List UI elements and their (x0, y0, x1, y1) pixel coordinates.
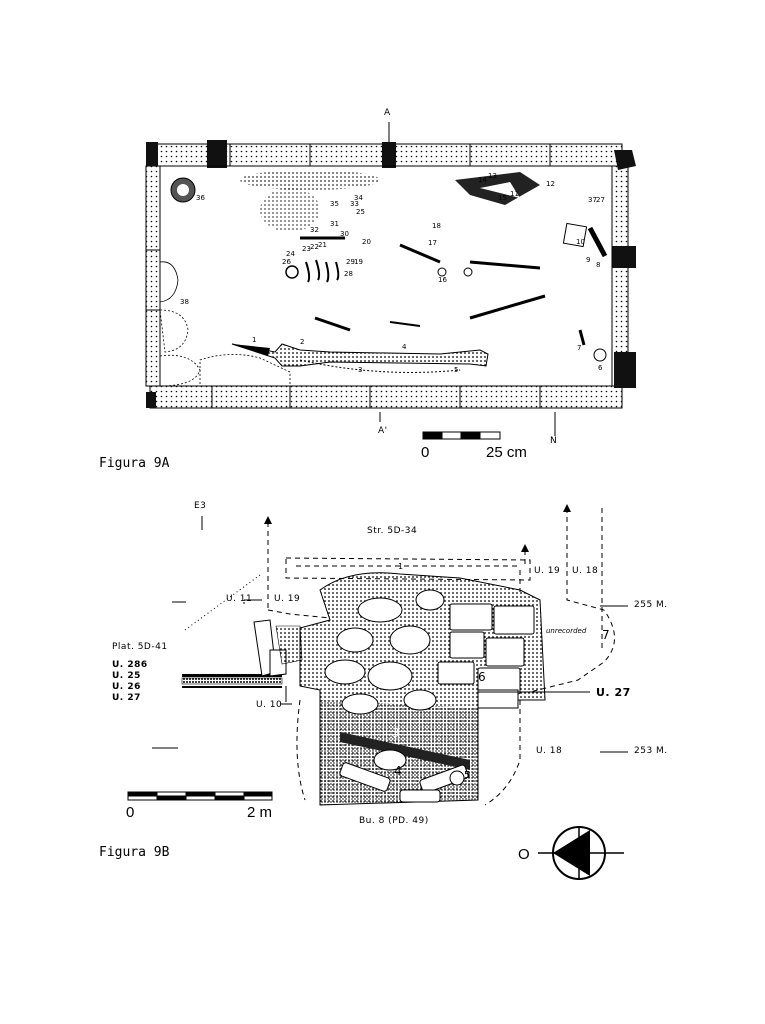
find-number: 26 (282, 258, 291, 266)
unit-label: U. 18 (536, 746, 563, 756)
layer-number: 4 (394, 764, 403, 778)
find-number: 15 (498, 194, 507, 202)
find-number: 18 (432, 222, 441, 230)
section-label-a: A (384, 108, 391, 118)
unit-label-bold: U. 27 (112, 693, 141, 703)
figure-9a-caption: Figura 9A (99, 456, 170, 471)
dashed-profiles (267, 508, 615, 806)
arrow-heads (264, 504, 571, 552)
find-number: 2 (300, 338, 305, 346)
find-number: 23 (302, 245, 311, 253)
platform-label: Plat. 5D-41 (112, 642, 168, 652)
find-number: 20 (362, 238, 371, 246)
find-number: 14 (478, 176, 487, 184)
find-number: 1 (252, 336, 257, 344)
layer-number: 6 (478, 670, 487, 684)
find-number: 29 (346, 258, 355, 266)
unit-label-bold: U. 27 (596, 686, 631, 699)
compass-icon (538, 826, 624, 880)
find-number: 10 (576, 238, 585, 246)
elevation-upper: 255 M. (634, 600, 668, 610)
find-number: 6 (598, 364, 603, 372)
find-number: 27 (596, 196, 605, 204)
unrecorded-label: unrecorded (546, 627, 587, 635)
find-number: 21 (318, 241, 327, 249)
find-number: 37 (588, 196, 597, 204)
tomb-wall-bottom (149, 385, 623, 409)
section-line (379, 122, 556, 436)
spear-artefact (231, 343, 489, 373)
find-number: 13 (488, 172, 497, 180)
scale-9b-end: 2 m (247, 804, 273, 821)
grid-label-e3: E3 (194, 501, 207, 511)
scale-9a-end: 25 cm (486, 444, 527, 461)
find-number: 38 (180, 298, 189, 306)
dark-wall-stones (146, 140, 636, 408)
left-alcove-stones (159, 261, 291, 387)
find-number: 36 (196, 194, 205, 202)
unit-label: U. 11 (226, 594, 253, 604)
unit-label-bold: U. 26 (112, 682, 141, 692)
find-number: 9 (586, 256, 591, 264)
find-number: 32 (310, 226, 319, 234)
find-number: 28 (344, 270, 353, 278)
layer-number: 1 (398, 562, 404, 571)
unit-label: U. 19 (534, 566, 561, 576)
north-label: N (550, 436, 558, 446)
find-number: 16 (438, 276, 447, 284)
find-number: 7 (577, 344, 582, 352)
layer-number: 5 (464, 770, 471, 781)
find-number: 22 (310, 243, 319, 251)
find-number: 8 (596, 261, 601, 269)
structure-label: Str. 5D-34 (367, 526, 418, 536)
find-number: 25 (356, 208, 365, 216)
elevation-ticks (152, 599, 628, 753)
find-number: 31 (330, 220, 339, 228)
compass-label: O (518, 846, 530, 863)
scale-9b-zero: 0 (126, 804, 135, 821)
burial-label: Bu. 8 (PD. 49) (359, 816, 429, 826)
unit-label-bold: U. 25 (112, 671, 141, 681)
find-number: 33 (350, 200, 359, 208)
elevation-lower: 253 M. (634, 746, 668, 756)
find-number: 34 (354, 194, 363, 202)
find-number: 24 (286, 250, 295, 258)
unit-label: U. 18 (572, 566, 599, 576)
find-number: 19 (354, 258, 363, 266)
platform-strata (181, 619, 303, 702)
layer-number: 7 (602, 628, 611, 642)
scale-bar-9a (422, 431, 501, 440)
section-label-a-prime: A' (378, 426, 388, 436)
unit-label: U. 19 (274, 594, 301, 604)
unit-label-bold: U. 286 (112, 660, 148, 670)
find-number: 30 (340, 230, 349, 238)
find-number: 3 (358, 366, 363, 374)
find-number: 35 (330, 200, 339, 208)
layer-number: 3 (392, 726, 401, 740)
find-number: 4 (402, 343, 407, 351)
rubble-fill (299, 572, 546, 806)
scale-bar-9b (127, 791, 273, 801)
burial-remains (170, 170, 608, 362)
tomb-floor (159, 165, 613, 387)
find-number: 17 (428, 239, 437, 247)
find-number: 5 (454, 366, 459, 374)
unit-label: U. 10 (256, 700, 283, 710)
find-number: 12 (546, 180, 555, 188)
scale-9a-zero: 0 (421, 444, 430, 461)
find-number: 11 (510, 190, 519, 198)
figure-9b-caption: Figura 9B (99, 845, 170, 860)
